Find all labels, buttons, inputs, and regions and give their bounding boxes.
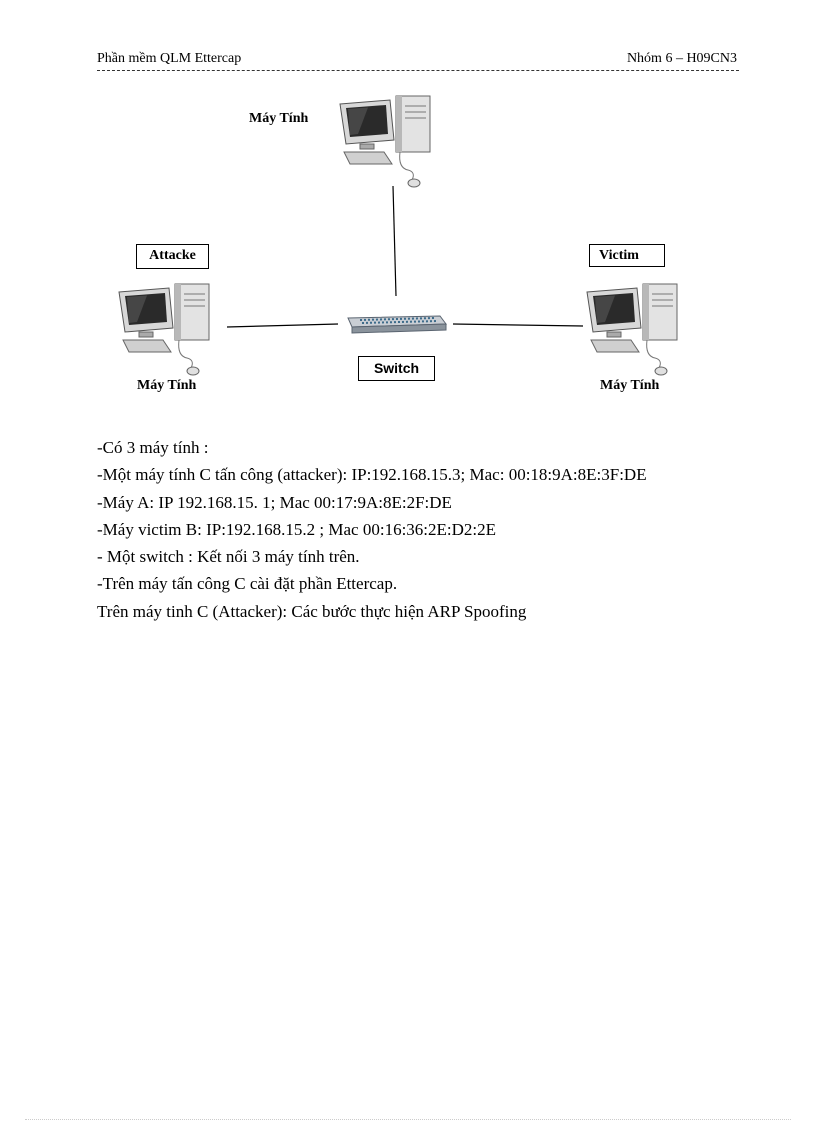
top-computer-icon xyxy=(339,95,431,188)
network-diagram: Máy Tính Attacke Victim Switch Máy Tính … xyxy=(0,80,816,410)
body-line: -Máy victim B: IP:192.168.15.2 ; Mac 00:… xyxy=(97,519,497,539)
header-left-title: Phần mềm QLM Ettercap xyxy=(97,51,242,66)
header-right-group: Nhóm 6 – H09CN3 xyxy=(626,51,737,66)
body-line: -Có 3 máy tính : xyxy=(97,438,209,457)
right-computer-label: Máy Tính xyxy=(600,378,660,393)
body-line: -Máy A: IP 192.168.15. 1; Mac 00:17:9A:8… xyxy=(97,492,452,512)
attacker-box-label: Attacke xyxy=(136,244,209,269)
left-computer-label: Máy Tính xyxy=(137,378,197,393)
body-text: -Có 3 máy tính : -Một máy tính C tấn côn… xyxy=(97,434,777,625)
body-line: -Trên máy tấn công C cài đặt phần Etterc… xyxy=(97,574,398,594)
victim-box-label: Victim xyxy=(589,244,665,267)
diagram-graphics xyxy=(118,95,678,376)
switch-icon xyxy=(347,315,447,334)
body-line: - Một switch : Kết nối 3 máy tính trên. xyxy=(97,547,360,567)
link-top xyxy=(392,185,397,297)
footer-divider xyxy=(25,1119,791,1120)
link-right xyxy=(452,323,584,327)
switch-label: Switch xyxy=(358,356,435,381)
left-computer-icon xyxy=(118,283,210,376)
top-computer-label: Máy Tính xyxy=(249,111,309,126)
right-computer-icon xyxy=(586,283,678,376)
link-left xyxy=(226,323,339,328)
body-line: Trên máy tinh C (Attacker): Các bước thự… xyxy=(97,601,527,621)
page-header: Phần mềm QLM Ettercap Nhóm 6 – H09CN3 xyxy=(97,50,739,71)
body-line: -Một máy tính C tấn công (attacker): IP:… xyxy=(97,465,647,485)
